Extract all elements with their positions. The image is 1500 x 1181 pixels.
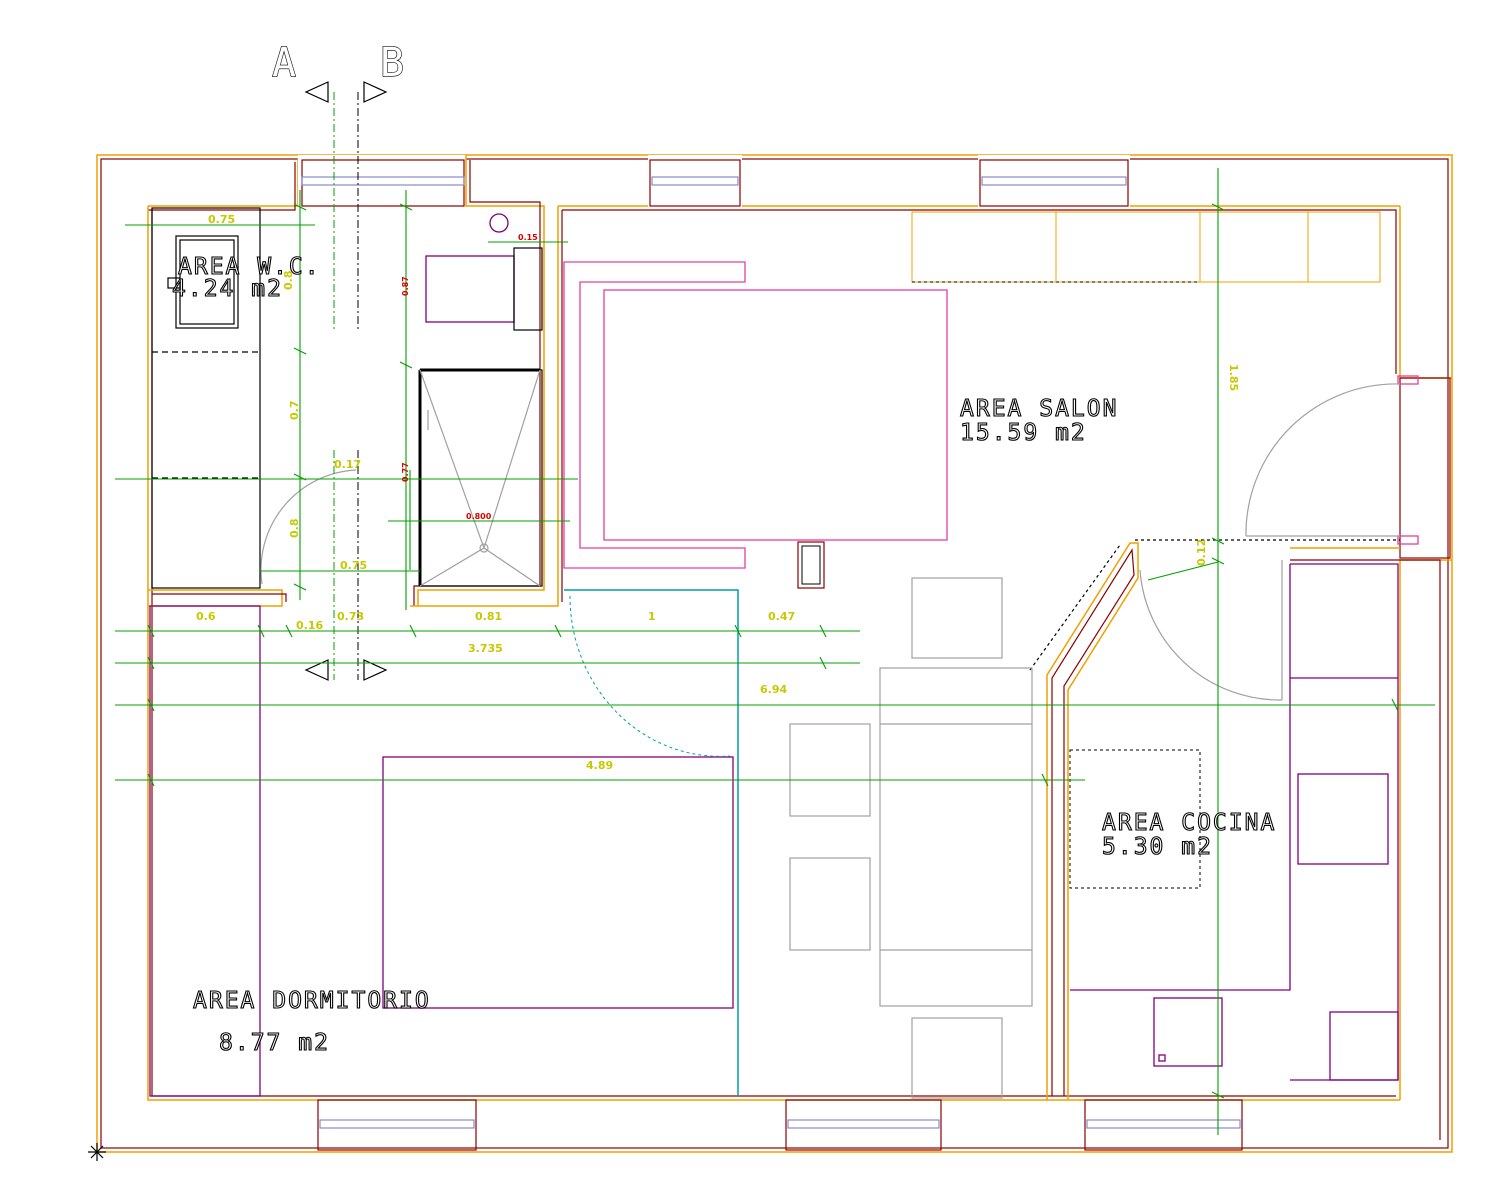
room-name-wc: AREA W.C. [178,254,321,280]
dimension-lines [115,168,1435,1135]
dimension-label-red: 0.87 [401,276,410,296]
dimension-label: 0.7 [288,401,301,421]
dimension-label: 1.85 [1227,364,1240,391]
dining-table [789,577,1033,1099]
dimension-label: 0.12 [1195,539,1208,566]
dimension-label: 0.8 [288,519,301,539]
room-area-cocina: 5.30 m2 [1102,834,1213,860]
dimension-label: 6.94 [760,683,787,696]
section-label-b: B [380,40,404,86]
origin-marker-icon [88,1143,106,1161]
dimension-label: 0.16 [296,619,323,632]
section-arrow-right-icon [363,659,388,681]
dimension-label: 4.89 [586,759,613,772]
room-name-salon: AREA SALON [960,396,1118,422]
room-area-wc: 4.24 m2 [172,276,283,302]
dimension-label: 0.73 [337,610,364,623]
dimension-label-red: 0.77 [401,462,410,482]
dimension-label: 0.75 [340,559,367,572]
dimension-label: 0.47 [768,610,795,623]
dimension-label: 0.8 [282,271,295,291]
section-arrow-right-icon [363,81,388,103]
kitchen-fixtures [1069,560,1399,1081]
dimension-label: 3.735 [468,642,503,655]
room-area-salon: 15.59 m2 [960,420,1087,446]
room-area-dormitorio: 8.77 m2 [219,1030,330,1056]
dimension-labels: 0.6 0.16 0.73 0.81 1 0.47 3.735 6.94 4.8… [196,213,1240,772]
interior-walls [148,155,1441,1140]
windows [298,155,1451,1151]
section-arrow-left-icon [304,81,329,103]
dimension-label: 0.17 [334,458,361,471]
dimension-label: 0.81 [475,610,502,623]
salon-furniture [563,211,1401,589]
dimension-label: 0.75 [208,213,235,226]
room-name-dormitorio: AREA DORMITORIO [193,988,431,1014]
bedroom-furniture [149,589,739,1097]
section-line: A B [271,39,405,681]
room-name-cocina: AREA COCINA [1102,810,1276,836]
dimension-label-red: 0.15 [518,233,538,242]
dimension-label-red: 0.800 [466,512,492,521]
dimension-label: 1 [648,610,656,623]
section-label-a: A [272,40,296,86]
section-arrow-left-icon [304,659,329,681]
room-labels: AREA W.C. 4.24 m2 AREA SALON 15.59 m2 AR… [171,253,1276,1056]
dimension-label: 0.6 [196,610,216,623]
